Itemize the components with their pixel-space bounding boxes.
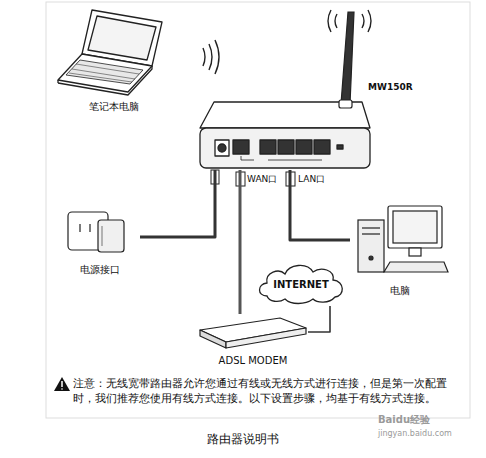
drawing-stroke <box>296 140 312 154</box>
drawing-stroke <box>58 66 152 95</box>
desktop-computer: 电脑 <box>350 200 450 298</box>
drawing-stroke <box>362 227 380 228</box>
power-outlet-and-adapter <box>68 212 124 252</box>
wireless-router: MW150R <box>198 8 422 170</box>
cable <box>290 170 350 240</box>
drawing-stroke <box>278 140 294 154</box>
picture-frame <box>46 2 470 418</box>
drawing-stroke <box>76 64 139 74</box>
node-label: 电脑 <box>390 285 410 297</box>
desktop-computer <box>358 206 448 272</box>
drawing-stroke <box>218 144 226 152</box>
drawing-stroke <box>69 73 132 82</box>
drawing-stroke <box>393 211 437 243</box>
internet-cloud: INTERNET <box>255 260 347 306</box>
note-text: 注意：无线宽带路由器允许您通过有线或无线方式进行连接，但是第一次配置时，我们推荐… <box>73 376 465 406</box>
drawing-stroke <box>215 40 219 74</box>
drawing-stroke <box>54 377 70 391</box>
drawing-stroke <box>68 212 108 250</box>
drawing-stroke <box>328 10 331 32</box>
drawing-stroke <box>88 16 156 60</box>
drawing-stroke <box>409 248 421 256</box>
node-label: 电源接口 <box>80 264 120 276</box>
drawing-stroke <box>200 128 370 168</box>
power-socket: 电源接口 <box>60 195 140 277</box>
drawing-stroke <box>79 224 80 232</box>
drawing-stroke <box>314 140 330 154</box>
drawing-stroke <box>369 256 373 260</box>
drawing-stroke <box>335 14 337 28</box>
port-label: WAN口 <box>247 174 287 185</box>
node-label: MW150R <box>368 82 413 93</box>
node-label: 笔记本电脑 <box>89 101 139 113</box>
router-body <box>200 102 370 168</box>
drawing-stroke <box>362 233 380 234</box>
cable <box>308 306 330 332</box>
drawing-stroke <box>61 388 63 390</box>
drawing-stroke <box>384 262 448 272</box>
watermark: Baidu经验 <box>378 414 478 426</box>
warning-icon <box>54 377 70 391</box>
figure-caption: 路由器说明书 <box>0 432 486 447</box>
watermark: jingyan.baidu.com <box>378 429 478 439</box>
drawing-stroke <box>58 54 152 92</box>
drawing-stroke <box>61 381 63 387</box>
drawing-stroke <box>209 44 212 70</box>
drawing-stroke <box>98 220 124 252</box>
cloud-shape <box>260 265 343 303</box>
drawing-stroke <box>368 10 371 32</box>
cable-plugs <box>211 170 295 186</box>
drawing-stroke <box>362 14 364 28</box>
drawing-stroke <box>241 156 254 160</box>
drawing-stroke <box>226 328 306 348</box>
drawing-stroke <box>268 160 322 161</box>
drawing-stroke <box>102 226 103 246</box>
adsl-modem: ADSL MODEM <box>198 314 308 368</box>
node-label: INTERNET <box>273 279 328 291</box>
drawing-stroke <box>260 140 276 154</box>
drawing-stroke <box>337 145 343 149</box>
drawing-stroke <box>89 224 90 232</box>
drawing-stroke <box>200 330 226 348</box>
cable <box>140 170 215 237</box>
drawing-stroke <box>203 48 205 66</box>
laptop: 笔记本电脑 <box>58 4 170 114</box>
antenna <box>339 12 354 108</box>
drawing-stroke <box>215 140 229 156</box>
adsl-modem <box>200 318 306 348</box>
drawing-stroke <box>388 206 442 248</box>
cable <box>239 170 242 314</box>
laptop-icon <box>58 10 162 95</box>
drawing-stroke <box>72 69 135 79</box>
drawing-stroke <box>341 12 354 104</box>
drawing-stroke <box>233 140 249 154</box>
node-label: ADSL MODEM <box>219 355 288 367</box>
drawing-stroke <box>66 60 143 84</box>
port-label: LAN口 <box>298 174 338 185</box>
drawing-stroke <box>358 220 384 272</box>
drawing-stroke <box>339 100 352 108</box>
